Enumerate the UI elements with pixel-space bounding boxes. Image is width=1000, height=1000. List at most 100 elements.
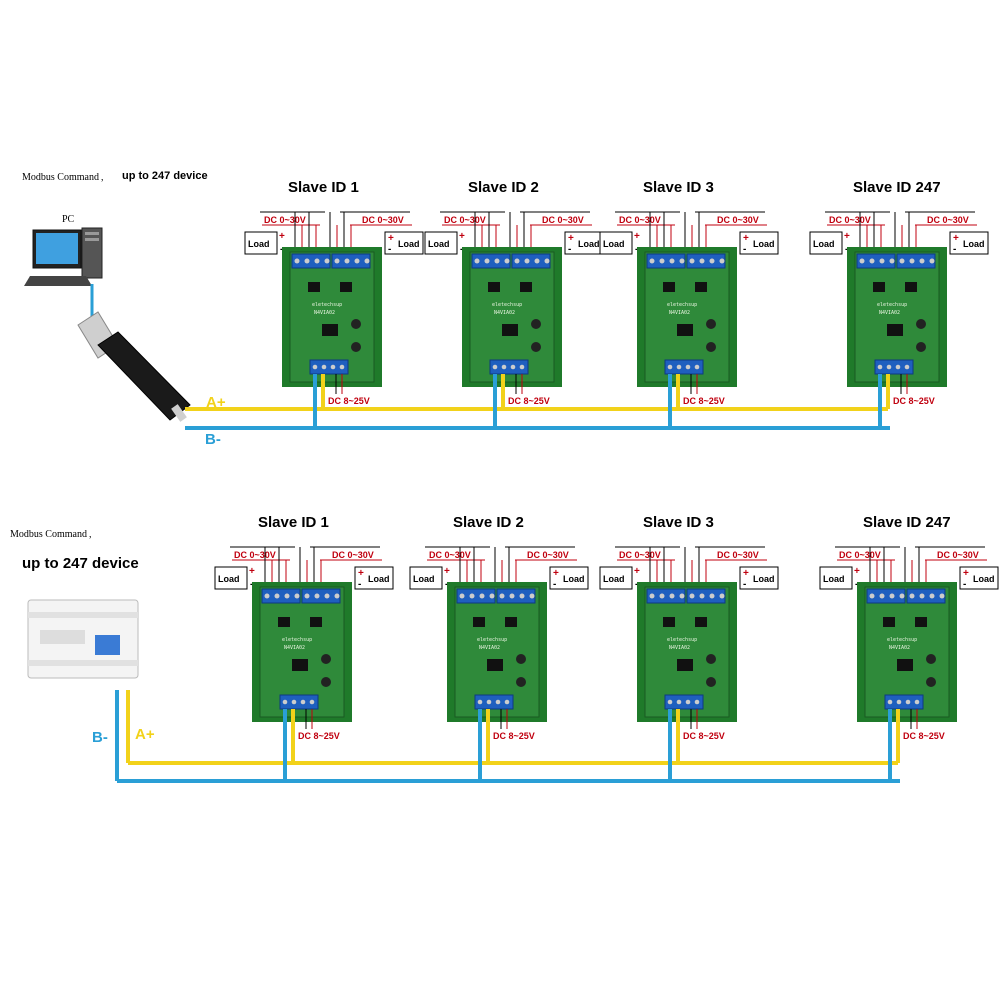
slave-id-title: Slave ID 1	[288, 179, 359, 196]
dc-input-label-right: DC 0~30V	[332, 550, 374, 560]
dc-input-label-left: DC 0~30V	[234, 550, 276, 560]
pcb-model: N4VIA02	[479, 645, 500, 651]
pc-label: PC	[62, 214, 75, 225]
load-label: Load	[413, 574, 435, 584]
load-box-left: Load+-	[819, 566, 860, 590]
load-label: Load	[753, 574, 775, 584]
load-box-left: Load+-	[809, 231, 850, 255]
terminal-block-left	[646, 253, 686, 269]
plus-sign: +	[568, 233, 574, 244]
dc-input-label-right: DC 0~30V	[717, 215, 759, 225]
terminal-block-right	[686, 588, 726, 604]
minus-sign: -	[743, 579, 746, 590]
top-bus-b-label: B-	[205, 431, 221, 448]
load-box-right: Load+-	[549, 566, 589, 590]
minus-sign: -	[280, 244, 283, 255]
ic-chip	[308, 282, 320, 292]
minus-sign: -	[388, 244, 391, 255]
load-label: Load	[398, 239, 420, 249]
terminal-block-bus	[309, 359, 349, 375]
terminal-block-left	[261, 588, 301, 604]
capacitor	[531, 319, 541, 329]
load-label: Load	[218, 574, 240, 584]
ic-chip	[322, 324, 338, 336]
dc-input-label-right: DC 0~30V	[527, 550, 569, 560]
plus-sign: +	[388, 233, 394, 244]
slave-id-title: Slave ID 3	[643, 514, 714, 531]
capacitor	[926, 654, 936, 664]
minus-sign: -	[358, 579, 361, 590]
slave-id-title: Slave ID 247	[863, 514, 951, 531]
ic-chip	[915, 617, 927, 627]
terminal-block-bus	[874, 359, 914, 375]
bottom-bus-a-label: A+	[135, 726, 155, 743]
terminal-block-bus	[664, 694, 704, 710]
load-box-left: Load+-	[599, 566, 640, 590]
ic-chip	[883, 617, 895, 627]
bus-line-a	[185, 374, 890, 411]
load-label: Load	[603, 239, 625, 249]
pcb-marking: eletechsup	[477, 637, 507, 643]
load-label: Load	[603, 574, 625, 584]
pcb-marking: eletechsup	[667, 302, 697, 308]
load-box-right: Load+-	[354, 566, 394, 590]
capacitor	[351, 342, 361, 352]
bus-line-b	[185, 374, 890, 430]
ic-chip	[663, 282, 675, 292]
dc-input-label-right: DC 0~30V	[542, 215, 584, 225]
terminal-block-left	[856, 253, 896, 269]
ic-chip	[677, 324, 693, 336]
plus-sign: +	[249, 566, 255, 577]
plus-sign: +	[634, 566, 640, 577]
plus-sign: +	[953, 233, 959, 244]
power-label: DC 8~25V	[683, 731, 725, 741]
minus-sign: -	[445, 579, 448, 590]
ic-chip	[887, 324, 903, 336]
pc-icon: PC	[24, 214, 103, 286]
ic-chip	[695, 282, 707, 292]
power-label: DC 8~25V	[493, 731, 535, 741]
terminal-block-right	[511, 253, 551, 269]
minus-sign: -	[460, 244, 463, 255]
load-box-left: Load+-	[409, 566, 450, 590]
terminal-block-right	[331, 253, 371, 269]
plus-sign: +	[963, 568, 969, 579]
bus-line-b	[115, 690, 900, 783]
ic-chip	[520, 282, 532, 292]
terminal-block-bus	[884, 694, 924, 710]
capacitor	[531, 342, 541, 352]
load-label: Load	[973, 574, 995, 584]
slave-id-title: Slave ID 2	[468, 179, 539, 196]
load-label: Load	[428, 239, 450, 249]
plus-sign: +	[634, 231, 640, 242]
dc-input-label-right: DC 0~30V	[927, 215, 969, 225]
capacitor	[706, 342, 716, 352]
pcb-model: N4VIA02	[669, 310, 690, 316]
terminal-block-left	[471, 253, 511, 269]
capacitor	[916, 319, 926, 329]
load-label: Load	[823, 574, 845, 584]
pcb-model: N4VIA02	[494, 310, 515, 316]
load-label: Load	[963, 239, 985, 249]
dc-input-label-left: DC 0~30V	[829, 215, 871, 225]
dc-input-label-right: DC 0~30V	[362, 215, 404, 225]
load-box-right: Load +-	[949, 231, 989, 255]
minus-sign: -	[953, 244, 956, 255]
terminal-block-bus	[474, 694, 514, 710]
power-label: DC 8~25V	[893, 396, 935, 406]
ic-chip	[663, 617, 675, 627]
bottom-bus-b-label: B-	[92, 729, 108, 746]
capacitor	[321, 677, 331, 687]
ic-chip	[873, 282, 885, 292]
load-label: Load	[563, 574, 585, 584]
dc-input-label-left: DC 0~30V	[429, 550, 471, 560]
terminal-block-left	[291, 253, 331, 269]
ic-chip	[905, 282, 917, 292]
ic-chip	[278, 617, 290, 627]
pcb-marking: eletechsup	[312, 302, 342, 308]
load-box-left: Load+-	[214, 566, 255, 590]
